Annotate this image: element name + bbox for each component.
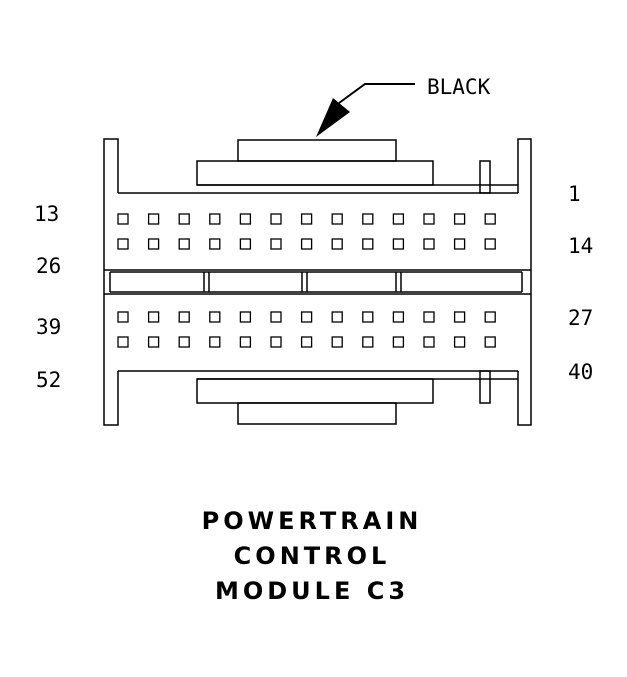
cavity (270, 311, 282, 323)
cavity (239, 311, 252, 323)
cavity (209, 238, 221, 250)
top-keyway (196, 160, 434, 186)
cavity (392, 336, 405, 348)
cavity (147, 311, 160, 323)
mid-rail-dividers (203, 272, 402, 292)
left-side-wall (103, 138, 119, 426)
connector-color-label: BLACK (427, 75, 491, 99)
diagram-title: POWERTRAIN CONTROL MODULE C3 (202, 507, 423, 605)
pin-label-right-row2: 14 (568, 234, 593, 258)
cavity (300, 336, 313, 348)
cavity (147, 336, 160, 348)
cavity (392, 311, 405, 323)
pin-label-right-row3: 27 (568, 306, 593, 330)
cavity (362, 238, 374, 250)
bottom-lock-tab (237, 402, 397, 425)
cavity (117, 238, 129, 250)
pin-label-left-row2: 26 (36, 254, 61, 278)
cavity (331, 311, 343, 323)
cavity (270, 213, 282, 225)
cavity (239, 238, 252, 250)
cavity (209, 213, 221, 225)
callout-leader-line (338, 83, 415, 104)
cavity (484, 311, 496, 323)
title-line3: MODULE C3 (215, 577, 409, 605)
cavity (239, 213, 252, 225)
right-side-wall (517, 138, 532, 426)
cavity (423, 238, 435, 250)
cavity (300, 213, 313, 225)
cavity (178, 336, 190, 348)
pin-label-left-row1: 13 (34, 202, 59, 226)
cavity (331, 213, 343, 225)
cavity (270, 238, 282, 250)
cavity (362, 336, 374, 348)
pin-label-right-row1: 1 (568, 182, 581, 206)
cavity (392, 213, 405, 225)
top-lock-tab (237, 139, 397, 162)
cavity (423, 311, 435, 323)
title-line2: CONTROL (234, 542, 391, 570)
cavity (178, 213, 190, 225)
cavity (453, 238, 466, 250)
cavity (392, 238, 405, 250)
title-line1: POWERTRAIN (202, 507, 423, 535)
cavity (239, 336, 252, 348)
cavity (484, 336, 496, 348)
cavity (270, 336, 282, 348)
cavity (147, 238, 160, 250)
cavity (362, 213, 374, 225)
cavity (209, 311, 221, 323)
pin-label-left-row4: 52 (36, 368, 61, 392)
cavity (117, 336, 129, 348)
top-latch-post (479, 160, 491, 194)
bottom-keyway (196, 378, 434, 404)
cavity (209, 336, 221, 348)
pin-label-left-row3: 39 (36, 315, 61, 339)
color-callout: BLACK (316, 75, 491, 137)
cavity (300, 311, 313, 323)
pin-labels: 13 26 39 52 1 14 27 40 (34, 182, 593, 392)
cavity (300, 238, 313, 250)
cavity (178, 238, 190, 250)
cavity (453, 336, 466, 348)
cavity (423, 213, 435, 225)
cavity (147, 213, 160, 225)
cavity (453, 311, 466, 323)
cavity-grid (117, 213, 496, 348)
cavity (117, 213, 129, 225)
cavity (484, 238, 496, 250)
cavity (117, 311, 129, 323)
pin-label-right-row4: 40 (568, 360, 593, 384)
cavity (484, 213, 496, 225)
callout-arrowhead (316, 98, 350, 137)
cavity (362, 311, 374, 323)
cavity (423, 336, 435, 348)
cavity (331, 336, 343, 348)
cavity (453, 213, 466, 225)
cavity (178, 311, 190, 323)
cavity (331, 238, 343, 250)
connector-body (103, 138, 532, 426)
bottom-latch-post (479, 370, 491, 404)
